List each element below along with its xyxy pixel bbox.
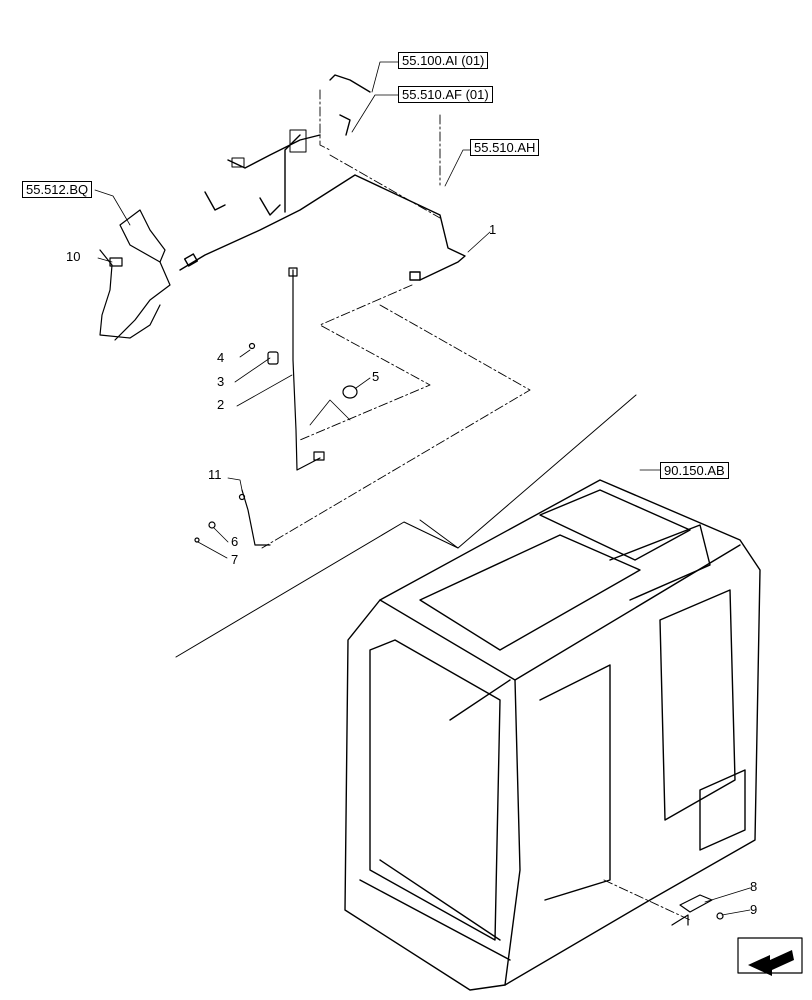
callout-2: 2 bbox=[217, 397, 225, 412]
callout-10: 10 bbox=[66, 249, 81, 264]
reference-box-55-510-ah[interactable]: 55.510.AH bbox=[470, 139, 540, 156]
reference-box-55-100-ai[interactable]: 55.100.AI (01) bbox=[398, 52, 489, 69]
harness-item-2 bbox=[288, 267, 325, 471]
callout-7: 7 bbox=[231, 552, 239, 567]
reference-box-90-150-ab[interactable]: 90.150.AB bbox=[660, 462, 729, 479]
operator-cab bbox=[344, 479, 761, 991]
callout-1: 1 bbox=[489, 222, 497, 237]
main-harness bbox=[179, 74, 466, 281]
callout-leaders bbox=[94, 61, 751, 916]
leader-lines bbox=[261, 89, 691, 921]
callout-11: 11 bbox=[208, 467, 222, 482]
harness-item-11 bbox=[194, 489, 271, 546]
callout-4: 4 bbox=[217, 350, 225, 365]
harness-item-10 bbox=[99, 249, 161, 339]
cab-lamp bbox=[114, 209, 171, 341]
callout-5: 5 bbox=[372, 369, 380, 384]
small-parts bbox=[248, 342, 358, 399]
reference-box-55-510-af[interactable]: 55.510.AF (01) bbox=[398, 86, 493, 103]
bracket-and-screw bbox=[671, 894, 724, 926]
callout-6: 6 bbox=[231, 534, 239, 549]
section-divider-line bbox=[175, 394, 637, 658]
reference-box-55-512-bq[interactable]: 55.512.BQ bbox=[22, 181, 93, 198]
callout-3: 3 bbox=[217, 374, 225, 389]
callout-9: 9 bbox=[750, 902, 758, 917]
arrow-nav-icon bbox=[737, 937, 803, 976]
callout-8: 8 bbox=[750, 879, 758, 894]
